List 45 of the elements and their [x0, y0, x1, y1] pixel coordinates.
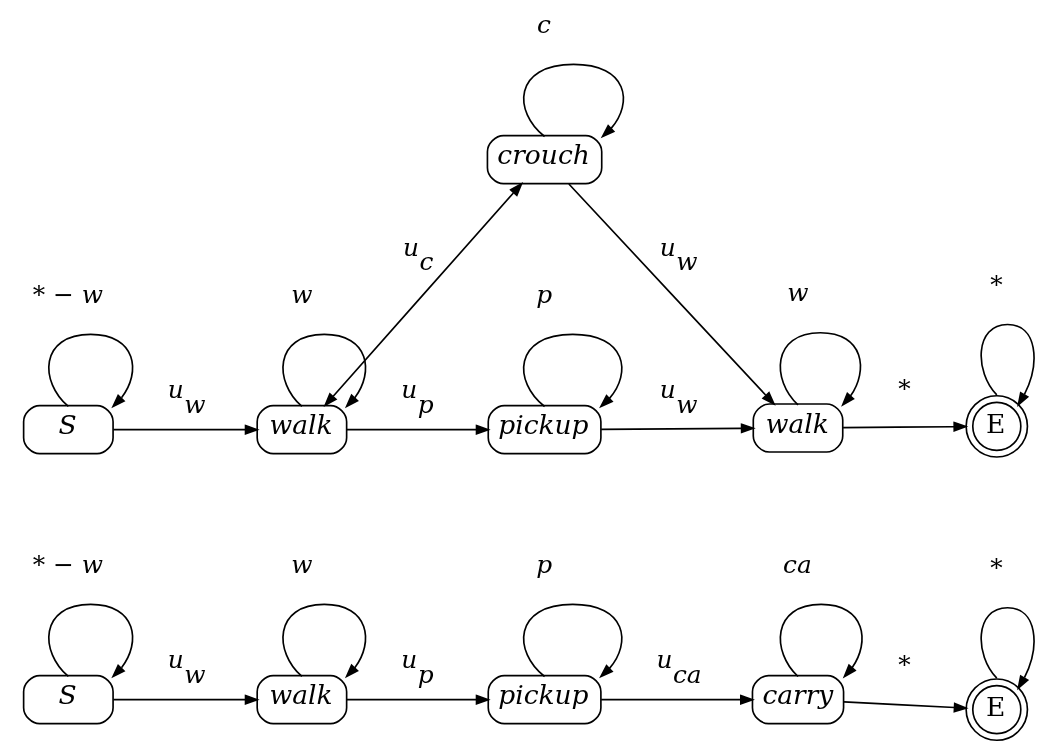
arrow — [522, 603, 623, 679]
arrow — [323, 182, 523, 408]
edge-label: * − w — [32, 549, 103, 579]
arrow — [842, 701, 969, 713]
arrow — [281, 603, 366, 679]
arrow — [47, 333, 133, 409]
arrow — [522, 63, 624, 139]
arrow — [979, 323, 1035, 407]
arrow — [522, 333, 623, 409]
arrow — [345, 694, 491, 705]
arrow — [599, 423, 756, 434]
arrow — [779, 603, 863, 679]
node-box: walk — [751, 403, 844, 453]
edge-label: * — [989, 270, 1003, 300]
edge-label: * — [989, 553, 1003, 583]
node-box: walk — [255, 674, 347, 725]
arrow — [841, 421, 968, 432]
edge-label: * − w — [32, 279, 103, 309]
edge-label: w — [290, 549, 312, 579]
edge-label: c — [536, 9, 551, 39]
arrow — [979, 606, 1035, 691]
node-box: S — [22, 674, 114, 725]
node-box: crouch — [486, 134, 603, 185]
node-box: pickup — [486, 674, 602, 725]
edge-label: ca — [782, 549, 812, 579]
node-box: S — [22, 404, 114, 455]
node-box: carry — [751, 674, 844, 725]
arrow — [112, 424, 260, 435]
edge-label: * — [897, 650, 911, 680]
arrow — [778, 331, 861, 407]
arrow — [112, 694, 260, 705]
arrow — [345, 424, 491, 435]
edge-label: w — [786, 278, 809, 308]
arrow — [47, 603, 133, 679]
arrow — [567, 183, 776, 406]
edge-label: p — [535, 279, 552, 309]
edge-label: w — [290, 279, 312, 309]
arrow — [281, 333, 366, 409]
node-box: walk — [255, 404, 347, 455]
node-circle: E — [964, 678, 1028, 742]
edge-label: p — [535, 549, 552, 579]
edge-label: * — [897, 373, 911, 403]
node-box: pickup — [486, 404, 602, 455]
arrow — [599, 694, 755, 705]
node-circle: E — [964, 394, 1028, 458]
